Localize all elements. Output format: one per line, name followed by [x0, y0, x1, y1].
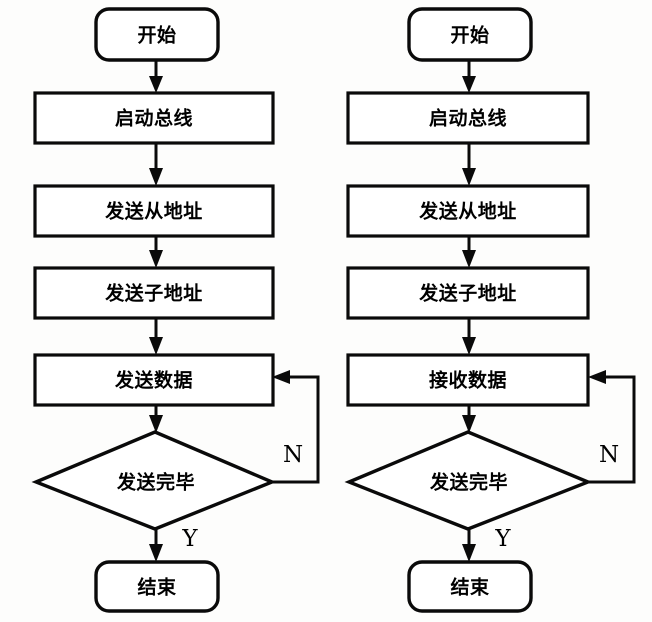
right-branch-label-yes: Y	[494, 526, 511, 552]
right-node-transfer-complete[interactable]: 发送完毕	[344, 430, 593, 531]
left-node-transfer-data-label: 发送数据	[114, 369, 193, 392]
left-connector-sub-to-transfer	[149, 318, 163, 355]
process-shape	[33, 353, 275, 407]
left-connector-yes-to-end	[149, 529, 163, 562]
process-shape	[33, 266, 275, 320]
left-node-send-sub-address[interactable]: 发送子地址	[33, 266, 275, 320]
left-node-transfer-complete[interactable]: 发送完毕	[31, 430, 277, 531]
right-node-start[interactable]: 开始	[407, 7, 533, 62]
left-connector-start-to-bus	[149, 60, 163, 93]
right-connector-slave-to-sub	[462, 236, 476, 268]
right-node-start-label: 开始	[450, 24, 489, 47]
left-node-transfer-data[interactable]: 发送数据	[33, 353, 275, 407]
terminator-shape	[407, 560, 533, 613]
right-connector-sub-to-transfer	[462, 318, 476, 355]
right-node-send-sub-address[interactable]: 发送子地址	[346, 266, 590, 320]
left-connector-bus-to-slave	[149, 143, 163, 186]
right-flowchart: 开始 启动总线 发送从地址	[344, 7, 636, 613]
right-node-end-label: 结束	[450, 576, 490, 599]
left-node-start-bus[interactable]: 启动总线	[33, 91, 275, 145]
left-node-transfer-complete-label: 发送完毕	[116, 471, 195, 494]
right-node-transfer-data[interactable]: 接收数据	[346, 353, 590, 407]
right-connector-yes-to-end	[462, 529, 476, 562]
right-branch-label-no: N	[599, 442, 619, 468]
left-node-send-slave-address-label: 发送从地址	[104, 200, 203, 223]
terminator-shape	[94, 560, 220, 613]
left-node-send-sub-address-label: 发送子地址	[104, 282, 203, 305]
process-shape	[33, 91, 275, 145]
left-connector-no-loop	[272, 370, 320, 484]
left-flowchart: 开始 启动总线 发送从地址	[31, 7, 320, 613]
right-connector-no-loop	[588, 370, 636, 484]
right-node-transfer-complete-label: 发送完毕	[429, 471, 508, 494]
left-node-end[interactable]: 结束	[94, 560, 220, 613]
right-node-start-bus-label: 启动总线	[429, 107, 507, 130]
right-connector-bus-to-slave	[462, 143, 476, 186]
left-connector-slave-to-sub	[149, 236, 163, 268]
left-node-send-slave-address[interactable]: 发送从地址	[33, 184, 275, 238]
left-node-start-bus-label: 启动总线	[115, 107, 193, 130]
process-shape	[33, 184, 275, 238]
right-node-send-slave-address-label: 发送从地址	[418, 200, 517, 223]
right-node-send-slave-address[interactable]: 发送从地址	[346, 184, 590, 238]
right-node-transfer-data-label: 接收数据	[429, 369, 507, 392]
left-node-start[interactable]: 开始	[94, 7, 220, 62]
right-node-start-bus[interactable]: 启动总线	[346, 91, 590, 145]
right-node-send-sub-address-label: 发送子地址	[418, 282, 517, 305]
left-node-start-label: 开始	[137, 24, 176, 47]
left-branch-label-no: N	[283, 442, 303, 468]
right-connector-transfer-to-decision	[462, 405, 476, 433]
left-branch-label-yes: Y	[181, 526, 198, 552]
right-node-end[interactable]: 结束	[407, 560, 533, 613]
process-shape	[346, 91, 590, 145]
left-connector-transfer-to-decision	[149, 405, 163, 433]
right-connector-start-to-bus	[462, 60, 476, 93]
left-node-end-label: 结束	[137, 576, 177, 599]
